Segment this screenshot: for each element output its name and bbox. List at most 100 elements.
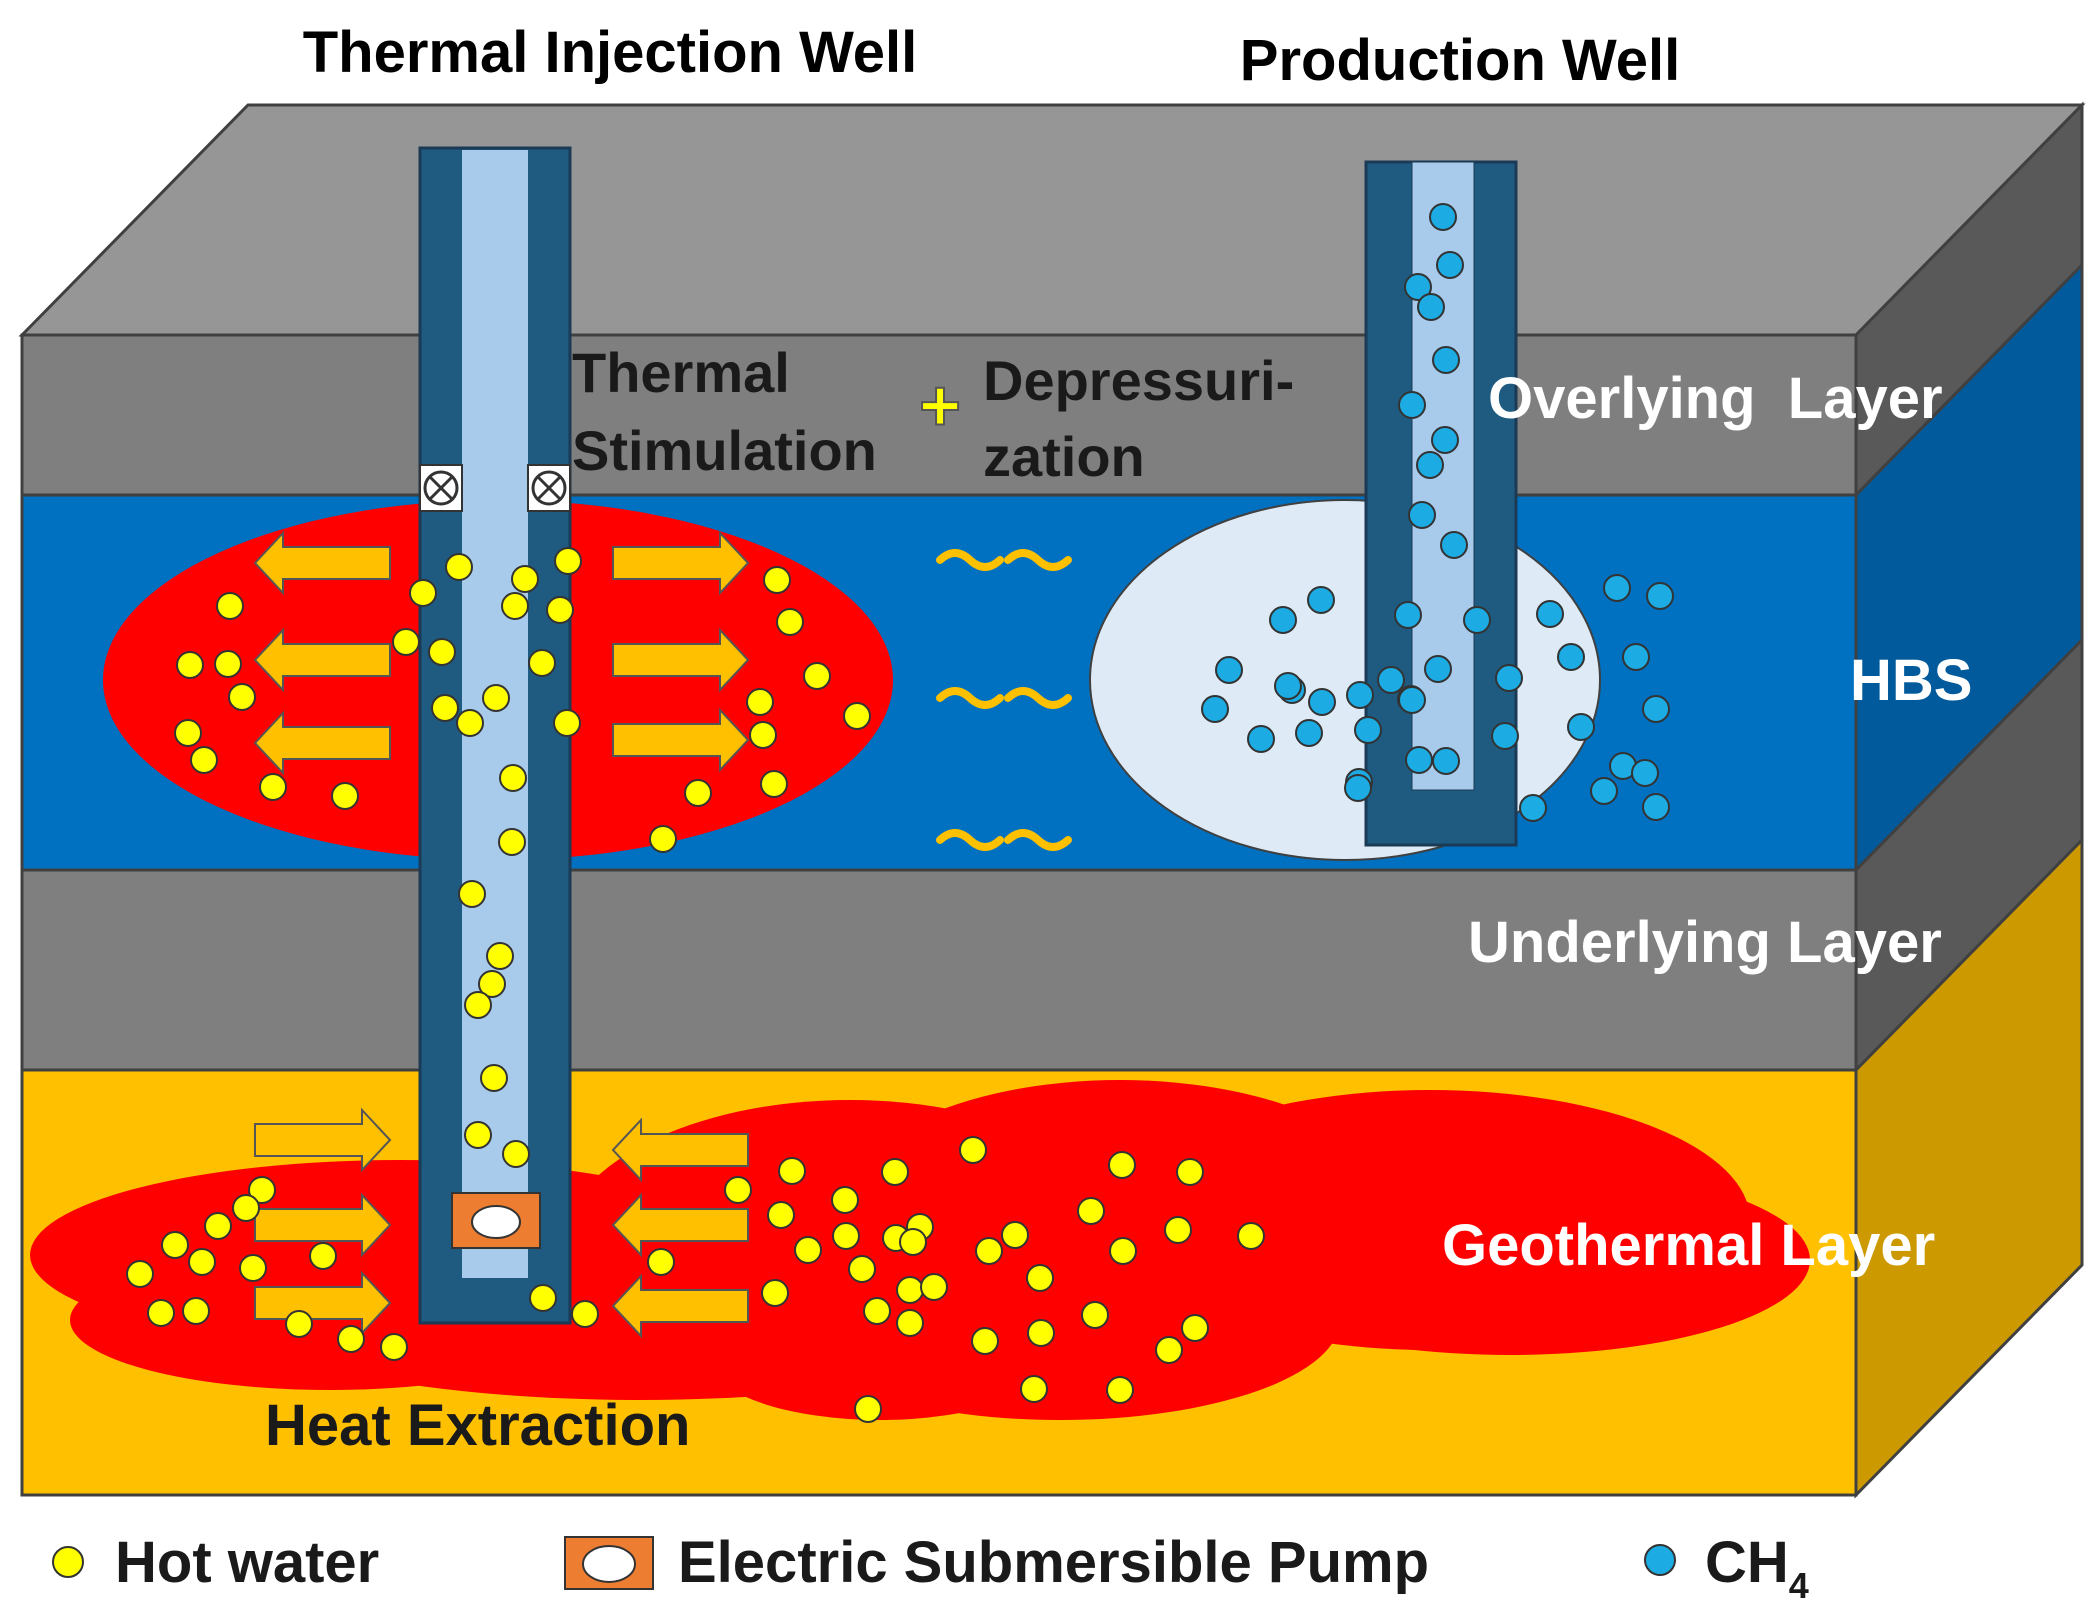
- ch4-dot: [1567, 713, 1595, 741]
- arrow-icon: [612, 627, 750, 693]
- plus-sign: +: [919, 366, 961, 446]
- particle-dots: [126, 203, 1674, 1423]
- overlying-layer-label: Overlying Layer: [1488, 366, 1943, 431]
- hot-water-dot: [176, 651, 204, 679]
- arrow-icon: [612, 530, 750, 596]
- hot-water-dot: [881, 1158, 909, 1186]
- hot-water-dot: [1026, 1264, 1054, 1292]
- hot-water-dot: [228, 683, 256, 711]
- hot-water-dot: [975, 1237, 1003, 1265]
- hot-water-dot: [767, 1201, 795, 1229]
- flow-arrows: [253, 530, 750, 1339]
- underlying-layer: [20, 868, 1858, 1072]
- hot-water-dot: [863, 1297, 891, 1325]
- arrow-icon: [611, 1117, 749, 1183]
- hot-water-dot: [204, 1212, 232, 1240]
- ch4-dot: [1274, 672, 1302, 700]
- ch4-dot: [1429, 203, 1457, 231]
- ch4-dot: [1631, 759, 1659, 787]
- hot-water-dot: [502, 1140, 530, 1168]
- arrow-icon: [254, 1192, 392, 1258]
- ch4-dot: [1536, 600, 1564, 628]
- arrow-icon: [611, 1273, 749, 1339]
- ch4-dot: [1463, 606, 1491, 634]
- ch4-dot: [1215, 656, 1243, 684]
- hot-water-dot: [380, 1333, 408, 1361]
- hot-water-dot: [529, 1284, 557, 1312]
- hot-water-dot: [337, 1325, 365, 1353]
- ch4-dot: [1307, 586, 1335, 614]
- ch4-dot: [1308, 688, 1336, 716]
- hot-water-dot: [899, 1228, 927, 1256]
- hbs-label: HBS: [1850, 648, 1972, 713]
- hot-water-dot: [763, 566, 791, 594]
- ch4-dot: [1519, 794, 1547, 822]
- legend: Hot water Electric Submersible Pump CH4: [52, 1530, 1809, 1606]
- hot-water-dot: [760, 770, 788, 798]
- ch4-dot: [1295, 719, 1323, 747]
- hot-water-dot: [1001, 1221, 1029, 1249]
- hot-water-dot: [174, 719, 202, 747]
- hot-water-dot: [458, 880, 486, 908]
- hot-water-dot: [480, 1064, 508, 1092]
- ch4-dot: [1408, 501, 1436, 529]
- ch4-dot: [1405, 746, 1433, 774]
- hot-water-dot: [214, 650, 242, 678]
- hot-water-dot: [482, 684, 510, 712]
- hot-water-dot: [464, 991, 492, 1019]
- ch4-dot: [1646, 582, 1674, 610]
- pressure-waves: [936, 549, 1072, 851]
- hot-water-dot: [285, 1310, 313, 1338]
- hot-water-dot: [896, 1309, 924, 1337]
- hot-water-dot: [239, 1254, 267, 1282]
- hot-water-dot: [1176, 1158, 1204, 1186]
- hot-water-dot: [498, 828, 526, 856]
- ch4-dot: [1269, 606, 1297, 634]
- ch4-dot: [1432, 346, 1460, 374]
- thermal-injection-well: [418, 146, 572, 1325]
- hot-water-dot: [684, 779, 712, 807]
- ch4-dot: [1495, 664, 1523, 692]
- arrow-icon: [253, 710, 391, 776]
- legend-pump-label: Electric Submersible Pump: [678, 1530, 1429, 1595]
- ch4-dot: [1416, 451, 1444, 479]
- ch4-dot: [1404, 273, 1432, 301]
- hot-water-dot: [1155, 1336, 1183, 1364]
- thermal-label-line2: Stimulation: [572, 419, 877, 482]
- hot-water-dot: [649, 825, 677, 853]
- hot-water-dot: [445, 553, 473, 581]
- depressurization-label-line2: zation: [983, 425, 1145, 488]
- hot-water-dot: [546, 596, 574, 624]
- hot-water-dot: [749, 721, 777, 749]
- hot-water-dot: [182, 1297, 210, 1325]
- hot-water-dot: [486, 942, 514, 970]
- hot-water-dot: [392, 628, 420, 656]
- arrow-icon: [612, 707, 750, 773]
- top-face: [18, 103, 2086, 337]
- hot-water-dot: [920, 1273, 948, 1301]
- production-well-title: Production Well: [1240, 28, 1680, 93]
- hot-water-dot: [147, 1299, 175, 1327]
- ch4-dot: [1417, 293, 1445, 321]
- hot-water-dot: [409, 579, 437, 607]
- arrow-icon: [254, 1107, 392, 1173]
- hot-water-dot: [431, 694, 459, 722]
- hot-water-dot: [1106, 1376, 1134, 1404]
- ch4-dot: [1346, 681, 1374, 709]
- hot-water-dot: [499, 764, 527, 792]
- hot-water-dot: [854, 1395, 882, 1423]
- underlying-layer-label: Underlying Layer: [1468, 910, 1942, 975]
- ch4-dot: [1436, 251, 1464, 279]
- electric-submersible-pump: [451, 1192, 541, 1249]
- hot-water-dot: [259, 773, 287, 801]
- hot-water-dot: [554, 547, 582, 575]
- hot-water-dot: [647, 1248, 675, 1276]
- ch4-dot: [1557, 643, 1585, 671]
- hot-water-dot: [896, 1276, 924, 1304]
- hot-water-dot: [571, 1300, 599, 1328]
- hot-water-dot: [794, 1236, 822, 1264]
- ch4-dot: [1642, 695, 1670, 723]
- packer-right: [527, 464, 571, 512]
